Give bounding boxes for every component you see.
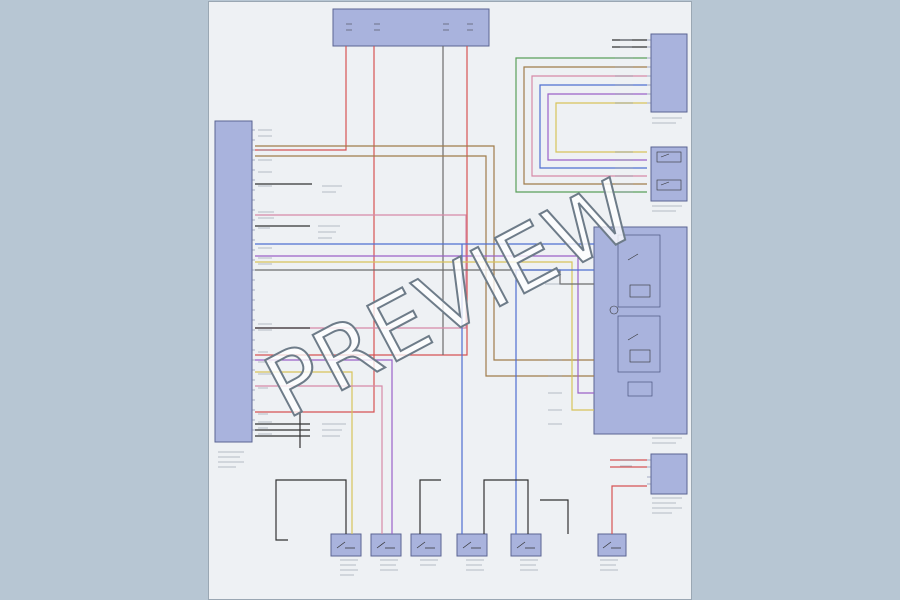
wire-black-7 xyxy=(540,499,569,534)
wire-yellow-1 xyxy=(255,261,594,411)
switch-icon xyxy=(416,541,435,549)
wire-black-top xyxy=(612,39,647,48)
wire-pink-1 xyxy=(255,214,467,329)
wire-red-2 xyxy=(255,46,375,413)
wire-violet-2 xyxy=(255,359,393,534)
wire-brown-2 xyxy=(255,155,594,377)
wire-brown-1 xyxy=(255,145,594,361)
switch-6 xyxy=(597,533,627,557)
wire-yellow-a xyxy=(555,102,647,153)
mid-right-switch xyxy=(650,146,688,202)
connector-block-icon xyxy=(252,129,255,431)
top-fuse-block xyxy=(332,8,490,47)
wire-red-3 xyxy=(255,46,468,356)
left-control-unit xyxy=(214,120,255,443)
wire-yellow-2 xyxy=(255,371,353,534)
switch-icon xyxy=(516,541,535,549)
relay-icon xyxy=(609,253,651,363)
wire-violet-a xyxy=(547,93,647,161)
right-control-unit xyxy=(593,226,688,435)
wire-pink-a xyxy=(531,75,647,177)
lower-right-module xyxy=(647,453,688,495)
connector-block-icon xyxy=(647,39,651,104)
wire-brown-a xyxy=(523,66,647,185)
wire-pink-2 xyxy=(255,385,383,534)
top-right-module xyxy=(647,33,688,113)
label-marks xyxy=(218,39,682,576)
switch-3 xyxy=(410,533,442,557)
switch-icon xyxy=(462,541,481,549)
switch-icon xyxy=(660,153,670,186)
wire-blue-3 xyxy=(515,269,594,534)
wire-red-4 xyxy=(611,485,647,534)
wire-black-4 xyxy=(275,479,347,541)
switch-4 xyxy=(456,533,488,557)
wire-black-5 xyxy=(419,479,441,534)
wires xyxy=(255,39,647,541)
switch-icon xyxy=(336,541,355,549)
wire-black-8 xyxy=(255,423,310,437)
bottom-switches xyxy=(330,533,627,557)
switch-icon xyxy=(376,541,395,549)
switch-2 xyxy=(370,533,402,557)
wire-black-6 xyxy=(483,479,529,534)
fuse-icon xyxy=(346,23,473,31)
wire-violet-1 xyxy=(255,255,594,394)
connector-block-icon xyxy=(647,459,651,485)
wire-red-1 xyxy=(255,46,347,151)
wire-green-a xyxy=(515,57,647,193)
wire-blue-a xyxy=(539,84,647,169)
switch-icon xyxy=(602,541,621,549)
switch-5 xyxy=(510,533,542,557)
wire-gray-2 xyxy=(255,269,594,285)
switch-1 xyxy=(330,533,362,557)
